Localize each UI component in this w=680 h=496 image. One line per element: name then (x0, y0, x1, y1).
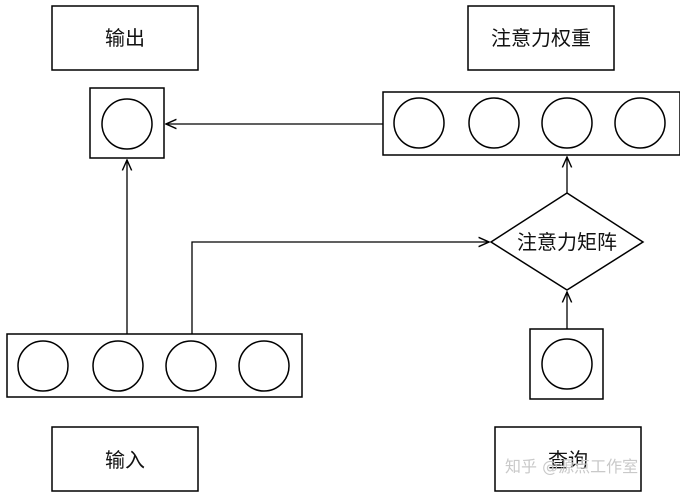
output-vector (89, 87, 165, 159)
input-vector (6, 333, 303, 398)
attention-matrix-label: 注意力矩阵 (517, 230, 617, 254)
output-label: 输出 (105, 26, 145, 50)
query-vector (529, 328, 604, 400)
attention-weights-label-box: 注意力权重 (467, 5, 615, 71)
watermark: 知乎 @源点工作室 (505, 457, 638, 476)
output-label-box: 输出 (51, 5, 199, 71)
attention-weight-neuron (468, 97, 520, 149)
attention-weight-neuron (393, 97, 445, 149)
input-neuron (238, 340, 290, 392)
input-neuron (17, 340, 69, 392)
input-label: 输入 (105, 448, 145, 472)
attention-weights-label: 注意力权重 (491, 26, 591, 50)
output-neuron (101, 98, 153, 150)
attention-matrix-node: 注意力矩阵 (489, 192, 645, 291)
query-neuron (541, 338, 593, 390)
input-to-matrix-arrow (191, 242, 489, 334)
attention-weight-neuron (614, 97, 666, 149)
attention-weights-vector (382, 91, 680, 156)
input-neuron (165, 340, 217, 392)
input-neuron (92, 340, 144, 392)
query-label-box: 查询 (494, 426, 642, 492)
query-label: 查询 (548, 448, 588, 472)
attention-weight-neuron (541, 97, 593, 149)
input-label-box: 输入 (51, 426, 199, 492)
